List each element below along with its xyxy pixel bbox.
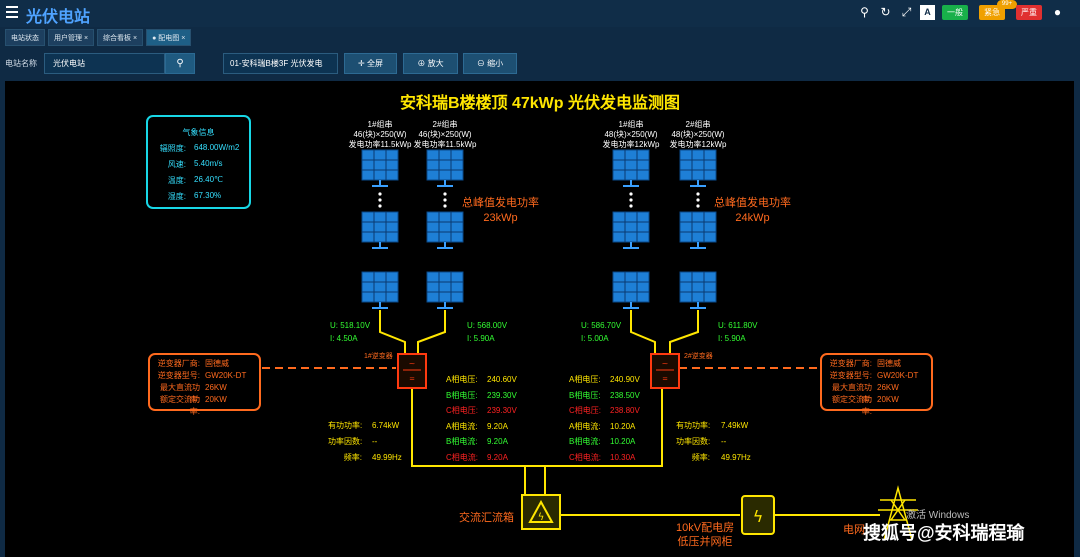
inv2-power-values: 7.49kW--49.97Hz [721, 421, 751, 462]
inverter-1-info: 逆变器厂商:固德威 逆变器型号:GW20K-DT 最大直流功率:26KW 额定交… [148, 353, 261, 416]
source-watermark: 搜狐号@安科瑞程瑜 [863, 523, 1025, 543]
app-title: 光伏电站 [26, 9, 91, 26]
pv-string-3 [612, 149, 650, 309]
tab-bar: 电站状态 用户管理 × 综合看板 × ● 配电图 × [0, 29, 192, 47]
zoom-in-button[interactable]: ⊕ 放大 [403, 53, 458, 74]
inverter-2-info: 逆变器厂商:固德威 逆变器型号:GW20K-DT 最大直流功率:26KW 额定交… [820, 353, 933, 416]
svg-text:=: = [662, 375, 668, 383]
pv-string-1 [361, 149, 399, 309]
diagram-select[interactable]: 01-安科瑞B楼3F 光伏发电 [223, 53, 338, 74]
station-name-input[interactable]: 光伏电站 [44, 53, 165, 74]
svg-text:ϟ: ϟ [538, 512, 545, 523]
grid-label: 电网 [843, 524, 865, 536]
alarm-count-badge: 99+ [997, 0, 1017, 9]
search-button[interactable]: ⚲ [165, 53, 195, 74]
zoom-in-label: 放大 [427, 59, 444, 68]
fullscreen-button[interactable]: ✛ 全屏 [344, 53, 397, 74]
inv2-power-keys: 有功功率:功率因数:频率: [676, 421, 711, 462]
temperature-label: 温度: [167, 176, 186, 185]
inverter-2-icon: ~ = [650, 353, 680, 389]
inverter-2-label: 2#逆变器 [684, 353, 713, 360]
ac-combiner-icon: ϟ [521, 494, 561, 530]
tab-dashboard[interactable]: 综合看板 × [97, 29, 144, 46]
inv1-power-keys: 有功功率:功率因数:频率: [328, 421, 363, 462]
irradiance-label: 辐照度: [159, 144, 186, 153]
irradiance-value: 648.00W/m2 [194, 143, 240, 152]
distribution-room-icon: ϟ [741, 495, 775, 535]
diagram-canvas [5, 81, 1074, 557]
tab-wiring-diagram[interactable]: ● 配电图 × [146, 29, 192, 46]
user-icon[interactable]: ● [1053, 5, 1062, 19]
refresh-icon[interactable]: ↻ [880, 5, 891, 19]
inv1-phase-keys: A相电压:B相电压:C相电压: A相电流:B相电流:C相电流: [446, 375, 478, 462]
inverter-1-icon: ~ = [397, 353, 427, 389]
diagram-title: 安科瑞B楼楼顶 47kWp 光伏发电监测图 [399, 95, 681, 112]
alarm-normal-button[interactable]: 一般 [942, 5, 968, 20]
inv2-phase-keys: A相电压:B相电压:C相电压: A相电流:B相电流:C相电流: [569, 375, 601, 462]
zoom-out-label: 缩小 [487, 59, 504, 68]
inv1-power-values: 6.74kW--49.99Hz [372, 421, 402, 462]
humidity-label: 湿度: [167, 192, 186, 201]
alarm-urgent-button[interactable]: 紧急 [979, 5, 1005, 20]
tab-station-status[interactable]: 电站状态 [5, 29, 45, 46]
svg-text:=: = [409, 375, 415, 383]
weather-panel: 气象信息 辐照度: 648.00W/m2 风速: 5.40m/s 温度: 26.40℃… [146, 115, 251, 209]
wind-value: 5.40m/s [194, 159, 223, 168]
zoom-out-button[interactable]: ⊖ 缩小 [463, 53, 517, 74]
tab-user-management[interactable]: 用户管理 × [48, 29, 95, 46]
station-name-label: 电站名称 [5, 59, 37, 68]
weather-title: 气象信息 [182, 128, 215, 137]
fullscreen-label: 全屏 [366, 59, 383, 68]
pv-string-2 [426, 149, 464, 309]
pv-string-4 [679, 149, 717, 309]
temperature-value: 26.40℃ [194, 175, 224, 184]
search-icon: ⚲ [176, 58, 184, 69]
svg-text:ϟ: ϟ [753, 507, 764, 526]
search-row: 电站名称 光伏电站 ⚲ 01-安科瑞B楼3F 光伏发电 ✛ 全屏 ⊕ 放大 ⊖ … [0, 52, 1080, 76]
font-icon[interactable]: A [920, 5, 935, 20]
windows-activation-watermark: 激活 Windows [906, 510, 970, 521]
top-bar: 光伏电站 ⚲ ↻ ⤢ A 一般 紧急 99+ 严重 ● [0, 0, 1080, 27]
search-icon[interactable]: ⚲ [860, 5, 869, 19]
alarm-severe-button[interactable]: 严重 [1016, 5, 1042, 20]
svg-text:~: ~ [662, 359, 669, 368]
grid-tower-icon [878, 485, 918, 541]
humidity-value: 67.30% [194, 191, 222, 200]
svg-text:~: ~ [409, 359, 416, 368]
wind-label: 风速: [167, 160, 186, 169]
fullscreen-icon[interactable]: ⤢ [901, 5, 912, 19]
distribution-room-label: 10kV配电房低压并网柜 [676, 522, 735, 548]
menu-icon[interactable] [6, 6, 18, 18]
inverter-1-label: 1#逆变器 [364, 353, 393, 360]
dc-wiring [379, 310, 880, 516]
ac-combiner-label: 交流汇流箱 [459, 512, 514, 524]
